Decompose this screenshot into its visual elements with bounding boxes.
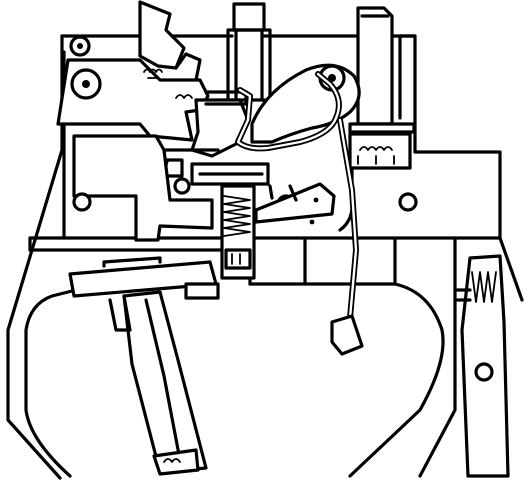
center-cam-plate [190, 90, 250, 158]
drop-rod [330, 117, 364, 356]
center-slider [190, 162, 270, 280]
left-swing-lever [108, 290, 208, 476]
wire-linkage-rod [235, 71, 342, 152]
left-upper-lever [56, 35, 210, 142]
lower-cavity [24, 236, 457, 478]
top-latch-plate [138, 0, 202, 82]
right-upright-column [348, 6, 417, 134]
right-spring-clip [338, 132, 412, 232]
fasteners [147, 77, 319, 225]
center-top-bolt [226, 2, 272, 102]
diagonal-tie-bar [254, 182, 336, 224]
right-lower-lever [454, 254, 510, 478]
horizontal-crossbar [68, 256, 220, 300]
